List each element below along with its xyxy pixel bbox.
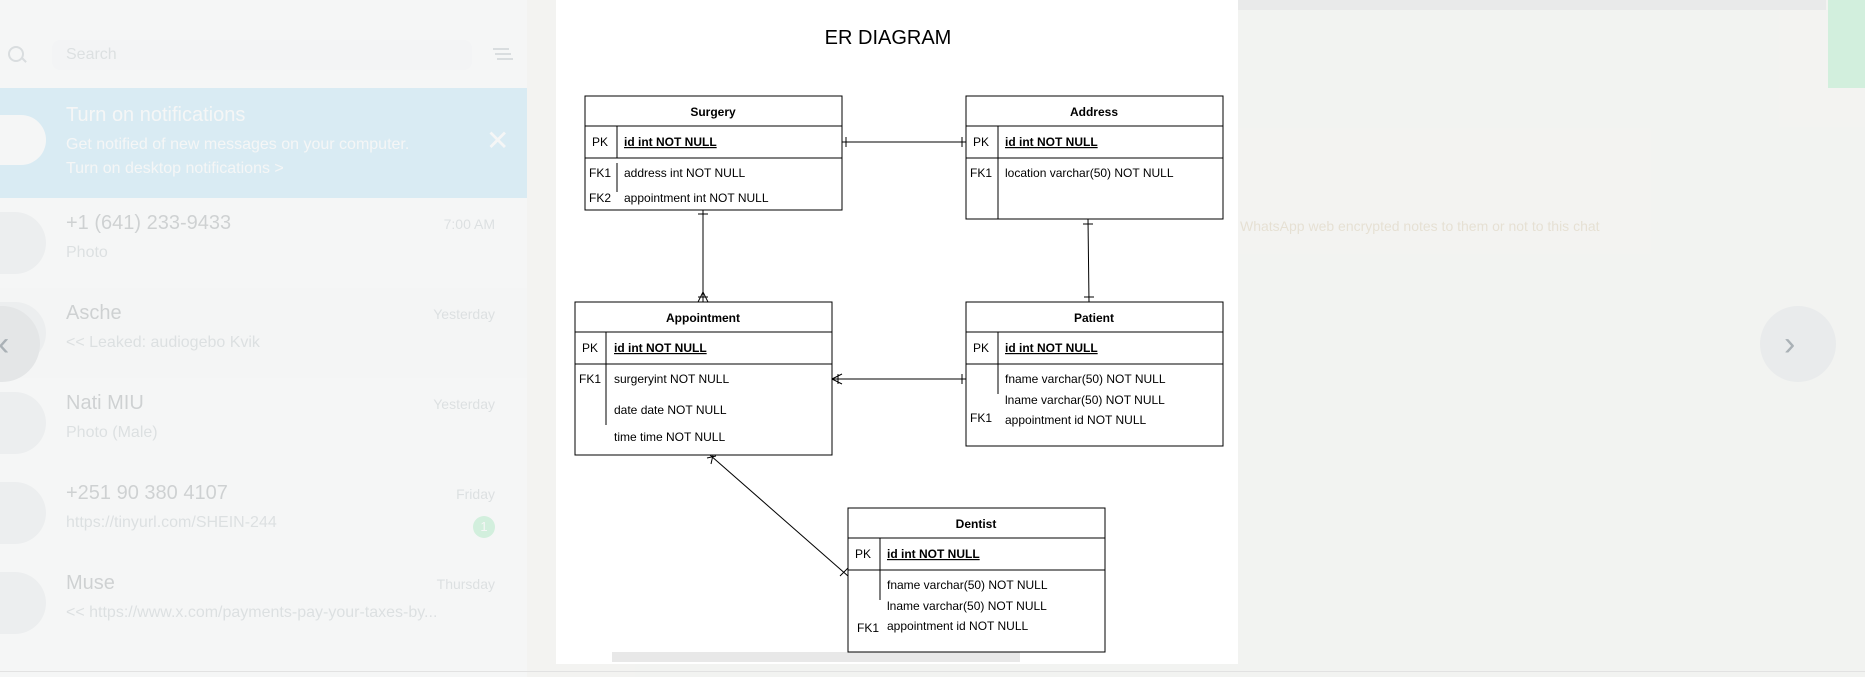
fk-label: FK1: [970, 411, 992, 425]
relationship-appointment-dentist: [706, 454, 849, 577]
chat-name: Nati MIU: [66, 392, 144, 414]
fk-label: FK1: [589, 166, 611, 180]
fk-label: FK1: [857, 621, 879, 635]
field: surgeryint NOT NULL: [614, 372, 729, 386]
next-button[interactable]: ›: [1760, 306, 1836, 382]
chat-list-item[interactable]: +1 (641) 233-9433 Photo 7:00 AM: [0, 198, 527, 288]
field: time time NOT NULL: [614, 430, 725, 444]
chat-preview: << Leaked: audiogebo Kvik: [66, 334, 260, 351]
field: fname varchar(50) NOT NULL: [1005, 372, 1166, 386]
entity-name: Appointment: [666, 311, 740, 325]
close-icon[interactable]: ✕: [486, 125, 510, 156]
chat-time: Thursday: [436, 576, 495, 592]
chat-time: Yesterday: [433, 306, 495, 322]
field: date date NOT NULL: [614, 403, 727, 417]
search-input[interactable]: Search: [52, 40, 472, 70]
notification-link[interactable]: Turn on desktop notifications >: [66, 160, 284, 177]
pk-field: id int NOT NULL: [614, 341, 707, 355]
pk-label: PK: [582, 341, 598, 355]
chat-name: Asche: [66, 302, 122, 324]
chat-time: 7:00 AM: [443, 216, 495, 232]
field: location varchar(50) NOT NULL: [1005, 166, 1174, 180]
accent-bar: [1828, 0, 1865, 88]
chat-name: +251 90 380 4107: [66, 482, 228, 504]
chat-preview: https://tinyurl.com/SHEIN-244: [66, 514, 277, 531]
entity-name: Surgery: [690, 105, 736, 119]
image-scrollbar[interactable]: [612, 652, 1020, 662]
chat-preview: Photo (Male): [66, 424, 158, 441]
bell-off-icon: [0, 115, 46, 165]
fk-label: FK1: [970, 166, 992, 180]
chat-time: Friday: [456, 486, 495, 502]
chat-name: +1 (641) 233-9433: [66, 212, 232, 234]
field: lname varchar(50) NOT NULL: [887, 599, 1047, 613]
entity-appointment: [574, 301, 833, 456]
field: appointment int NOT NULL: [624, 191, 769, 205]
chevron-left-icon: ‹: [0, 324, 9, 364]
pk-label: PK: [973, 341, 989, 355]
relationship-appointment-patient: [831, 373, 966, 385]
notification-banner[interactable]: Turn on notifications Get notified of ne…: [0, 88, 527, 198]
chevron-right-icon: ›: [1784, 325, 1796, 363]
chat-list-item[interactable]: Nati MIU Photo (Male) Yesterday: [0, 378, 527, 468]
search-row: Search: [0, 36, 527, 76]
chat-preview: Photo: [66, 244, 108, 261]
chat-name: Muse: [66, 572, 115, 594]
chat-list-item[interactable]: +251 90 380 4107 https://tinyurl.com/SHE…: [0, 468, 527, 558]
pk-field: id int NOT NULL: [1005, 341, 1098, 355]
relationship-surgery-appointment: [697, 210, 709, 303]
field: fname varchar(50) NOT NULL: [887, 578, 1048, 592]
entity-dentist: [847, 507, 1106, 653]
fk-label: FK1: [579, 372, 601, 386]
field: lname varchar(50) NOT NULL: [1005, 393, 1165, 407]
encryption-notice: WhatsApp web encrypted notes to them or …: [1240, 218, 1600, 234]
filter-icon[interactable]: [493, 48, 509, 50]
entity-name: Address: [1070, 105, 1118, 119]
entity-patient: [965, 301, 1224, 447]
fk-label: FK2: [589, 191, 611, 205]
chat-sidebar: Search Turn on notifications Get notifie…: [0, 0, 527, 677]
diagram-title: ER DIAGRAM: [825, 27, 952, 49]
entity-address: [965, 95, 1224, 220]
pk-field: id int NOT NULL: [624, 135, 717, 149]
pk-label: PK: [855, 547, 871, 561]
chat-preview: << https://www.x.com/payments-pay-your-t…: [66, 604, 438, 621]
entity-name: Dentist: [956, 517, 997, 531]
field: address int NOT NULL: [624, 166, 745, 180]
pk-label: PK: [973, 135, 989, 149]
field: appointment id NOT NULL: [1005, 413, 1147, 427]
pk-label: PK: [592, 135, 608, 149]
pk-field: id int NOT NULL: [887, 547, 980, 561]
entity-name: Patient: [1074, 311, 1114, 325]
notification-title: Turn on notifications: [66, 104, 246, 126]
search-icon: [8, 46, 24, 62]
relationship-address-patient: [1083, 218, 1094, 303]
unread-badge: 1: [473, 516, 495, 538]
entity-surgery: [584, 95, 843, 211]
notification-text: Get notified of new messages on your com…: [66, 136, 410, 153]
field: appointment id NOT NULL: [887, 619, 1029, 633]
pk-field: id int NOT NULL: [1005, 135, 1098, 149]
chat-time: Yesterday: [433, 396, 495, 412]
relationship-surgery-address: [842, 137, 966, 147]
chat-list-item[interactable]: Muse << https://www.x.com/payments-pay-y…: [0, 558, 527, 648]
divider: [0, 671, 1865, 672]
